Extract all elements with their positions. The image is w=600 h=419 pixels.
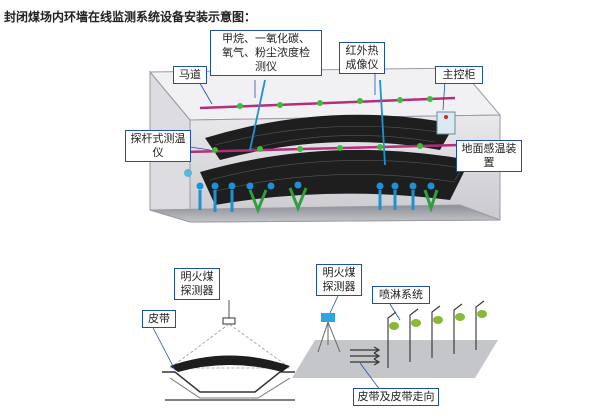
infrared-camera-label-line1: 红外热 [345, 44, 379, 57]
detector-field-of-view [168, 323, 292, 369]
ground-temp-sensor-label-line2: 置 [483, 156, 495, 169]
ir-camera-cable-2 [379, 79, 386, 166]
gas-detector-label-line2: 氧气、粉尘浓度检 [222, 46, 310, 59]
detector-tripod [317, 321, 341, 353]
coal-on-belt [170, 355, 290, 372]
rod-thermometer-label-line2: 仪 [152, 146, 164, 159]
gas-detector-label: 甲烷、一氧化碳、 氧气、粉尘浓度检 测仪 [210, 30, 322, 76]
spray-system-label-text: 喷淋系统 [379, 288, 423, 301]
spray-nozzles [389, 310, 487, 330]
ground-sensor [184, 169, 192, 177]
flame-detector-left-label-line1: 明火煤 [180, 270, 214, 283]
walkway-label: 马道 [173, 66, 207, 84]
belt-conveyor-diagram [149, 300, 295, 401]
ground-temp-sensor-label: 地面感温装 置 [456, 140, 522, 172]
control-cabinet-box [436, 111, 456, 135]
ir-camera-cable-1 [249, 79, 266, 151]
belt-trough [162, 371, 295, 393]
belt-surface [292, 340, 498, 378]
spray-pipes [387, 300, 485, 368]
belt-direction-arrows [350, 346, 381, 366]
flame-detector-left-label-line2: 探测器 [180, 284, 214, 297]
flame-detector-left [222, 317, 236, 325]
coal-pile-front [200, 149, 470, 205]
belt-label-text: 皮带 [148, 312, 170, 325]
belt-direction-label: 皮带及皮带走向 [353, 388, 439, 406]
flame-detector-left-label: 明火煤 探测器 [174, 268, 220, 300]
control-cabinet-label: 主控柜 [435, 66, 483, 84]
ground-temp-sensor-label-line1: 地面感温装 [461, 142, 517, 155]
rod-thermometer-label: 探杆式测温 仪 [125, 130, 191, 162]
infrared-camera-label-line2: 成像仪 [345, 58, 379, 71]
gas-detector-label-line3: 测仪 [255, 60, 277, 73]
walkway-rail-lower [184, 143, 461, 154]
walkway-label-text: 马道 [179, 68, 201, 81]
flame-detector-right-label-line2: 探测器 [322, 280, 356, 293]
control-cabinet-label-text: 主控柜 [442, 68, 476, 81]
gas-detector-label-line1: 甲烷、一氧化碳、 [222, 32, 310, 45]
page-title: 封闭煤场内环墙在线监测系统设备安装示意图： [4, 10, 257, 24]
control-cabinet-indicator [444, 115, 448, 119]
spray-system-label: 喷淋系统 [372, 286, 430, 304]
belt-spray-diagram [292, 295, 498, 391]
rod-thermometer-label-line1: 探杆式测温 [130, 132, 186, 145]
belt-direction-label-text: 皮带及皮带走向 [357, 390, 435, 403]
flame-detector-right-label-line1: 明火煤 [322, 266, 356, 279]
infrared-camera-label: 红外热 成像仪 [339, 42, 385, 74]
flame-detector-right-label: 明火煤 探测器 [316, 264, 362, 296]
belt-label: 皮带 [142, 310, 176, 328]
flame-detector-right [321, 313, 335, 322]
rod-probes [184, 169, 439, 215]
gas-sensor-dots [212, 96, 433, 153]
